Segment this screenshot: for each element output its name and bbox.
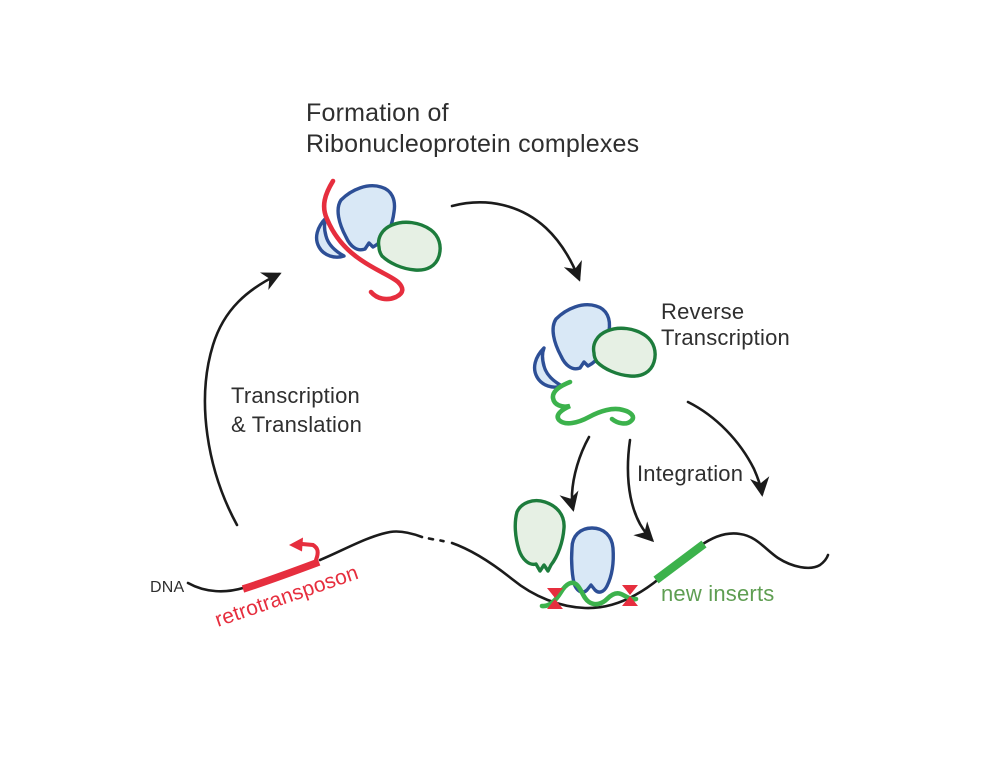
integration-label: Integration [637,461,744,486]
reverse-transcription-complex [532,303,657,426]
integrating-cdna-strand [539,580,639,609]
rnp-complex [314,178,442,302]
rna-strand [321,178,405,302]
rt-protein-green [591,326,657,378]
reverse-transcription-label: Reverse Transcription [661,299,790,350]
arrow-integration-right [686,400,770,497]
dna-ellipsis-dot [427,537,435,541]
target-site-markers-right [622,585,638,606]
arrow-transcription-translation [203,272,282,527]
cdna-strand [550,379,636,426]
retrotransposon-segment [241,537,321,593]
promoter-arrow [289,537,320,562]
dna-label: DNA [150,579,185,596]
dna-ellipsis-dot [439,539,445,543]
rnp-protein-green [376,220,442,272]
rnp-protein-crescent [314,216,346,259]
rt-protein-crescent [532,346,564,389]
arrow-integration-middle [626,438,655,543]
transcription-translation-label: Transcription & Translation [231,383,363,437]
integration-protein-blue [569,526,615,594]
formation-rnp-label: Formation of Ribonucleoprotein complexes [306,98,639,160]
integration-protein-green [513,498,566,573]
new-inserts-label: new inserts [661,581,775,606]
arrow-rt-to-integration-complex [559,435,591,512]
target-site-markers-left [547,588,563,609]
arrow-rnp-to-reverse-transcription [450,201,582,282]
formation-rnp-label-line2: Ribonucleoprotein complexes [306,130,640,158]
formation-rnp-label-line1: Formation of [306,99,449,127]
integration-complex [513,498,639,609]
new-insert-segment [653,540,707,584]
